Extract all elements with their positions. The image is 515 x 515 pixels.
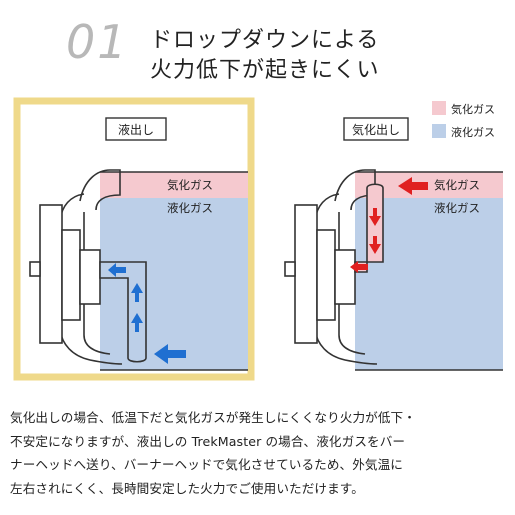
legend-gas-swatch bbox=[432, 101, 446, 115]
right-canister-dome bbox=[334, 169, 376, 355]
left-arrow-up-2 bbox=[131, 313, 143, 332]
right-flow-arrows bbox=[350, 177, 428, 273]
right-gas-label: 気化ガス bbox=[434, 178, 480, 192]
legend-liquid-swatch bbox=[432, 124, 446, 138]
right-arrow-inflow bbox=[398, 177, 428, 195]
right-panel: 気化出し 気化ガス 液化ガス bbox=[284, 117, 503, 371]
right-valve-stem bbox=[284, 261, 296, 277]
section-number: 01 bbox=[66, 15, 129, 69]
right-liquid-label: 液化ガス bbox=[434, 201, 480, 215]
left-arrow-inflow bbox=[154, 344, 186, 364]
right-valve-body bbox=[294, 204, 318, 344]
left-arrow-horizontal bbox=[108, 263, 126, 277]
right-arrow-down-1 bbox=[369, 208, 381, 226]
left-panel: 液出し 気化ガス 液化ガス bbox=[13, 97, 255, 381]
left-arrow-up-1 bbox=[131, 283, 143, 302]
description-caption: 気化出しの場合、低温下だと気化ガスが発生しにくくなり火力が低下・ 不安定になりま… bbox=[10, 406, 510, 500]
right-tag-box bbox=[343, 117, 409, 141]
section-title-line-1: ドロップダウンによる bbox=[150, 28, 380, 53]
right-arrow-horizontal bbox=[350, 261, 368, 273]
caption-line-2: 不安定になりますが、液出しの TrekMaster の場合、液化ガスをバー bbox=[10, 433, 406, 449]
left-flow-arrows bbox=[108, 263, 186, 364]
left-liquid-region bbox=[100, 198, 248, 370]
left-tag-box bbox=[105, 117, 167, 141]
left-valve-stem bbox=[29, 261, 41, 277]
section-title: ドロップダウンによる 火力低下が起きにくい bbox=[150, 26, 450, 86]
left-gas-label: 気化ガス bbox=[167, 178, 213, 192]
legend-liquid-label: 液化ガス bbox=[451, 125, 495, 139]
section-title-line-2: 火力低下が起きにくい bbox=[150, 58, 380, 83]
left-liquid-label: 液化ガス bbox=[167, 201, 213, 215]
left-canister-dome bbox=[79, 169, 121, 355]
left-gas-region bbox=[100, 172, 248, 198]
legend-gas-label: 気化ガス bbox=[451, 102, 495, 116]
legend: 気化ガス 液化ガス bbox=[432, 101, 495, 139]
caption-line-4: 左右されにくく、長時間安定した火力でご使用いただけます。 bbox=[10, 480, 364, 496]
left-dip-tube bbox=[99, 261, 147, 363]
caption-line-3: ナーヘッドへ送り、バーナーヘッドで気化させているため、外気温に bbox=[10, 457, 404, 472]
caption-line-1: 気化出しの場合、低温下だと気化ガスが発生しにくくなり火力が低下・ bbox=[10, 410, 416, 425]
left-valve-body bbox=[39, 204, 63, 344]
right-tag-text: 気化出し bbox=[352, 122, 400, 137]
left-panel-highlight-frame bbox=[13, 97, 255, 381]
left-tag-text: 液出し bbox=[118, 122, 154, 137]
right-arrow-down-2 bbox=[369, 236, 381, 254]
